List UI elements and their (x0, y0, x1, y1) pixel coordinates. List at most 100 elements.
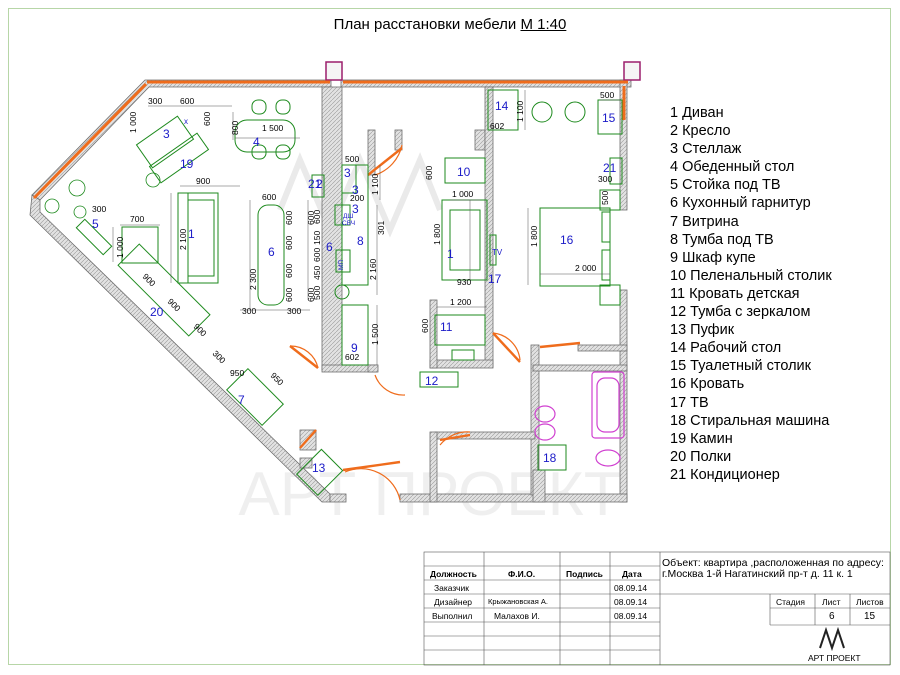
svg-text:12: 12 (425, 374, 439, 388)
bath-door-wall (532, 469, 546, 503)
svg-text:СВЧ: СВЧ (342, 220, 355, 227)
svg-text:900: 900 (192, 321, 209, 338)
small-labels: ДШ СВЧ МП TV x (184, 117, 503, 270)
svg-text:700: 700 (130, 214, 144, 224)
row-position: Выполнил (432, 611, 473, 621)
fireplace-19 (148, 132, 210, 184)
svg-text:1: 1 (188, 227, 195, 241)
bath-fixtures (534, 371, 625, 467)
shelf-3a (341, 164, 357, 194)
svg-text:2 160: 2 160 (368, 258, 378, 280)
door-bedroom (539, 341, 581, 349)
walls (29, 61, 641, 503)
svg-text:950: 950 (230, 368, 244, 378)
svg-text:1 500: 1 500 (370, 323, 380, 345)
svg-text:500: 500 (312, 286, 322, 300)
door-leaf-5 (342, 460, 401, 472)
changing-table-10 (444, 157, 486, 184)
company-name: АРТ ПРОЕКТ (808, 653, 861, 663)
svg-text:500: 500 (345, 154, 359, 164)
dining-table-4 (234, 119, 296, 153)
col-date: Дата (622, 569, 642, 579)
door-leaf-3 (492, 332, 521, 363)
svg-text:21: 21 (308, 177, 322, 191)
svg-text:800: 800 (230, 121, 240, 135)
svg-text:300: 300 (211, 348, 228, 365)
legend-item: 1 Диван (670, 105, 724, 121)
dresser-12 (419, 371, 459, 388)
cond-21a (311, 174, 325, 198)
svg-text:300: 300 (148, 96, 162, 106)
entry-wall-2 (299, 457, 313, 469)
row-position: Заказчик (434, 583, 469, 593)
svg-text:300: 300 (598, 174, 612, 184)
bath-wall-top (532, 364, 628, 372)
svg-text:1 000: 1 000 (128, 111, 138, 133)
svg-text:16: 16 (560, 233, 574, 247)
sheets-value: 15 (864, 611, 876, 622)
legend-item: 7 Витрина (670, 213, 739, 230)
title-text: План расстановки мебели (333, 16, 517, 33)
object-description: Объект: квартира ,расположенная по адрес… (662, 558, 884, 580)
furniture-legend: 1 Диван 2 Кресло 3 Стеллаж 4 Обеденный с… (670, 104, 832, 484)
svg-text:19: 19 (180, 157, 194, 171)
legend-item: 19 Камин (670, 430, 733, 447)
svg-text:450: 450 (312, 266, 322, 280)
chair-c (251, 144, 267, 160)
row-name: Крыжановская А. (488, 597, 548, 606)
svg-text:500: 500 (600, 90, 614, 100)
svg-text:600: 600 (424, 166, 434, 180)
svg-text:1 100: 1 100 (370, 173, 380, 195)
coffee-table (257, 204, 285, 306)
sink-2 (534, 423, 556, 441)
doors (289, 144, 581, 501)
sheet-label: Лист (822, 597, 841, 607)
door-entry-left (299, 429, 317, 449)
door-leaf-4 (439, 433, 471, 442)
tv-stand-5 (75, 218, 113, 256)
svg-text:10: 10 (457, 165, 471, 179)
legend-item: 9 Шкаф купе (670, 249, 756, 266)
svg-text:5: 5 (92, 217, 99, 231)
nursery-block (451, 349, 475, 361)
legend-item: 11 Кровать детская (670, 285, 800, 302)
svg-text:1 500: 1 500 (262, 123, 284, 133)
row-date: 08.09.14 (614, 597, 648, 607)
legend-item: 6 Кухонный гарнитур (670, 195, 811, 212)
legend-item: 20 Полки (670, 448, 732, 465)
nightstand-1 (599, 189, 621, 211)
vanity-chair (564, 101, 586, 123)
sheet-frame (8, 8, 891, 665)
legend-item: 18 Стиральная машина (670, 412, 830, 429)
svg-text:3: 3 (352, 202, 359, 216)
cond-21b (609, 157, 623, 185)
kitchen-mp (335, 249, 351, 273)
dimension-labels: 300 600 1 000 600 800 1 500 900 600 300 … (92, 90, 614, 388)
svg-text:600: 600 (306, 288, 316, 302)
svg-text:3: 3 (344, 166, 351, 180)
svg-text:6: 6 (326, 240, 333, 254)
legend-item: 13 Пуфик (670, 322, 735, 339)
bathtub (591, 371, 625, 439)
legend-item: 3 Стеллаж (670, 141, 742, 158)
svg-text:2 000: 2 000 (575, 263, 597, 273)
row-position: Дизайнер (434, 597, 473, 607)
svg-text:600: 600 (284, 211, 294, 225)
svg-text:x: x (184, 117, 188, 126)
col-position: Должность (430, 569, 477, 579)
pillar-right (623, 61, 641, 81)
stage-label: Стадия (776, 597, 805, 607)
svg-text:7: 7 (238, 393, 245, 407)
door-leaf-1 (367, 147, 403, 176)
legend-item: 12 Тумба с зеркалом (670, 304, 811, 321)
col-name: Ф.И.О. (508, 569, 536, 579)
svg-text:1 000: 1 000 (115, 236, 125, 258)
svg-text:ДШ: ДШ (343, 213, 353, 220)
door-kitchen (289, 345, 319, 369)
svg-text:TV: TV (492, 248, 503, 257)
bottom-wall-left (329, 493, 347, 503)
window-diagonal (32, 82, 148, 200)
svg-text:18: 18 (543, 451, 557, 465)
furniture (44, 89, 623, 497)
furniture-numbers: 3 19 4 1 6 5 20 7 13 2 21 3 3 3 8 6 9 10… (92, 99, 617, 475)
